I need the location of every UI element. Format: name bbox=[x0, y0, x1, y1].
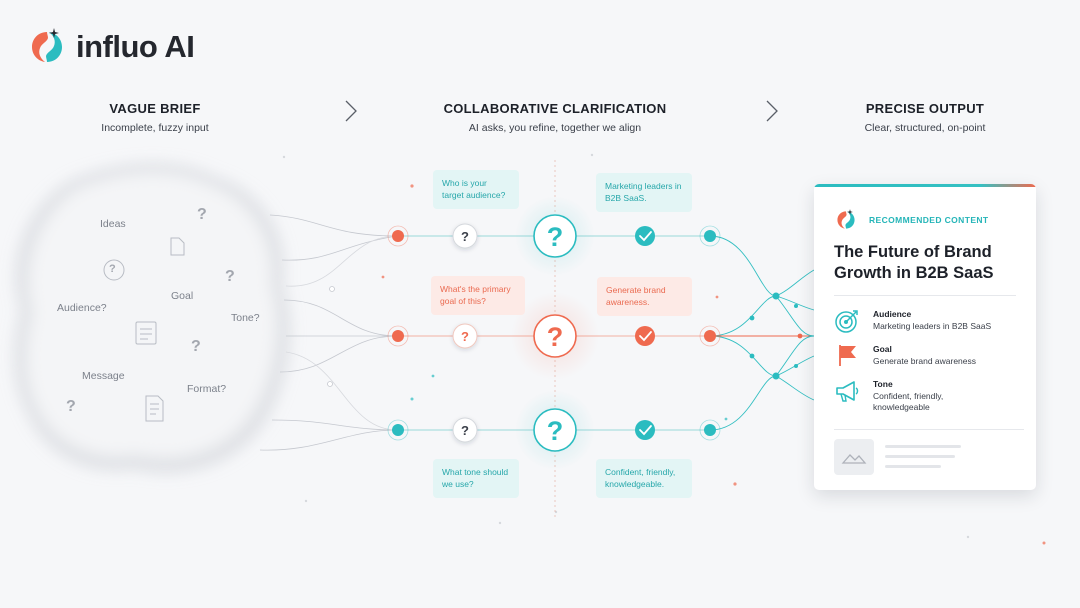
card-divider bbox=[834, 429, 1024, 430]
svg-text:?: ? bbox=[547, 322, 564, 352]
logo-mark-icon bbox=[837, 209, 855, 229]
logo-mark-icon bbox=[32, 28, 62, 62]
fan-out-lines bbox=[709, 235, 815, 431]
attr-label-audience: Audience bbox=[873, 309, 912, 319]
row-2-question-node bbox=[452, 323, 478, 349]
card-divider bbox=[834, 295, 1016, 296]
cloud-doc-icons bbox=[103, 237, 185, 422]
background-dots bbox=[282, 153, 1046, 545]
chevron-right-icon bbox=[345, 100, 357, 122]
cloud-word-message: Message bbox=[82, 370, 125, 382]
row-1-end-node bbox=[704, 230, 716, 242]
svg-text:?: ? bbox=[461, 329, 469, 344]
question-circle-icon bbox=[103, 259, 125, 281]
row-2-big-question-node bbox=[533, 314, 577, 358]
text-placeholder-line bbox=[885, 445, 961, 448]
cloud-question-mark: ? bbox=[197, 206, 207, 223]
answer-bubble-tone: Confident, friendly, knowledgeable. bbox=[596, 459, 692, 498]
row-3-end-node bbox=[704, 424, 716, 436]
stage-title: PRECISE OUTPUT bbox=[865, 101, 985, 116]
row-2-check-node bbox=[635, 326, 655, 346]
question-bubble-audience: Who is your target audience? bbox=[433, 170, 519, 209]
stage-title: COLLABORATIVE CLARIFICATION bbox=[443, 101, 667, 116]
chevron-right-icon bbox=[766, 100, 778, 122]
row-3-nodes: ? ? bbox=[387, 390, 721, 470]
row-3-start-node bbox=[392, 424, 404, 436]
card-title: The Future of Brand Growth in B2B SaaS bbox=[834, 243, 994, 282]
question-bubble-tone: What tone should we use? bbox=[433, 459, 519, 498]
row-1-check-node bbox=[635, 226, 655, 246]
recommended-content-card[interactable]: RECOMMENDED CONTENT The Future of Brand … bbox=[814, 184, 1036, 490]
row-3-check-node bbox=[635, 420, 655, 440]
text-placeholder-line bbox=[885, 455, 955, 458]
svg-text:?: ? bbox=[547, 416, 564, 446]
cloud-word-audience: Audience? bbox=[57, 302, 107, 314]
svg-text:?: ? bbox=[461, 229, 469, 244]
stage-precise-output: PRECISE OUTPUT Clear, structured, on-poi… bbox=[795, 101, 1055, 134]
row-2-start-node bbox=[392, 330, 404, 342]
stage-collaborative-clarification: COLLABORATIVE CLARIFICATION AI asks, you… bbox=[425, 101, 685, 134]
image-icon bbox=[841, 454, 867, 464]
row-1-question-node bbox=[452, 223, 478, 249]
row-2-end-node bbox=[704, 330, 716, 342]
attr-label-goal: Goal bbox=[873, 344, 892, 354]
stage-subtitle: AI asks, you refine, together we align bbox=[468, 122, 642, 134]
doc-icon bbox=[170, 237, 185, 256]
svg-text:?: ? bbox=[461, 423, 469, 438]
cloud-question-mark: ? bbox=[225, 268, 235, 285]
stage-title: VAGUE BRIEF bbox=[109, 101, 201, 116]
fan-in-lines bbox=[259, 214, 398, 451]
cloud-question-mark: ? bbox=[66, 398, 76, 415]
answer-bubble-audience: Marketing leaders in B2B SaaS. bbox=[596, 173, 692, 212]
doc-lines-icon bbox=[145, 395, 164, 422]
attr-value-audience: Marketing leaders in B2B SaaS bbox=[873, 321, 992, 331]
row-1-big-question-node bbox=[533, 214, 577, 258]
text-placeholder-line bbox=[885, 465, 941, 468]
flag-icon bbox=[839, 345, 856, 366]
answer-bubble-goal: Generate brand awareness. bbox=[597, 277, 692, 316]
cloud-word-format: Format? bbox=[187, 383, 227, 395]
question-bubble-goal: What's the primary goal of this? bbox=[431, 276, 525, 315]
card-accent-bar bbox=[814, 184, 1036, 187]
attr-label-tone: Tone bbox=[873, 379, 893, 389]
brand-logo: influo AI bbox=[26, 26, 195, 68]
thumbnail-placeholder bbox=[834, 439, 874, 475]
cloud-question-mark: ? bbox=[109, 263, 116, 275]
svg-text:?: ? bbox=[547, 222, 564, 252]
row-3-big-question-node bbox=[533, 408, 577, 452]
stage-subtitle: Clear, structured, on-point bbox=[864, 122, 986, 134]
row-2-nodes: ? ? bbox=[387, 292, 721, 380]
card-label: RECOMMENDED CONTENT bbox=[869, 215, 989, 225]
stage-subtitle: Incomplete, fuzzy input bbox=[101, 122, 209, 134]
attr-value-goal: Generate brand awareness bbox=[873, 356, 977, 366]
cloud-word-goal: Goal bbox=[171, 290, 194, 302]
target-icon bbox=[835, 310, 858, 333]
cloud-question-mark: ? bbox=[191, 338, 201, 355]
row-1-start-node bbox=[392, 230, 404, 242]
attr-value-tone: Confident, friendly, knowledgeable bbox=[873, 391, 944, 413]
doc-lines-icon bbox=[135, 321, 157, 345]
cloud-word-ideas: Ideas bbox=[100, 218, 126, 230]
stage-vague-brief: VAGUE BRIEF Incomplete, fuzzy input bbox=[25, 101, 285, 134]
cloud-word-tone: Tone? bbox=[231, 312, 260, 324]
row-1-nodes: ? ? bbox=[387, 196, 721, 276]
row-3-question-node bbox=[452, 417, 478, 443]
megaphone-icon bbox=[836, 381, 859, 402]
fuzzy-cloud bbox=[15, 164, 290, 473]
brand-name: influo AI bbox=[76, 29, 195, 64]
